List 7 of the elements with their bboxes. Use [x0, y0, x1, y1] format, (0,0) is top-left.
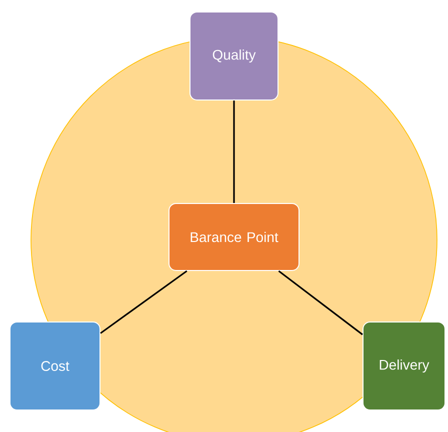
- process-box: Quality: [190, 12, 278, 100]
- process-box: Cost: [10, 322, 100, 410]
- process-box: Barance Point: [168, 203, 300, 271]
- process-box: Delivery: [362, 322, 446, 410]
- connector-line: [233, 100, 235, 203]
- connector-line: [278, 270, 363, 336]
- connector-line: [100, 270, 188, 334]
